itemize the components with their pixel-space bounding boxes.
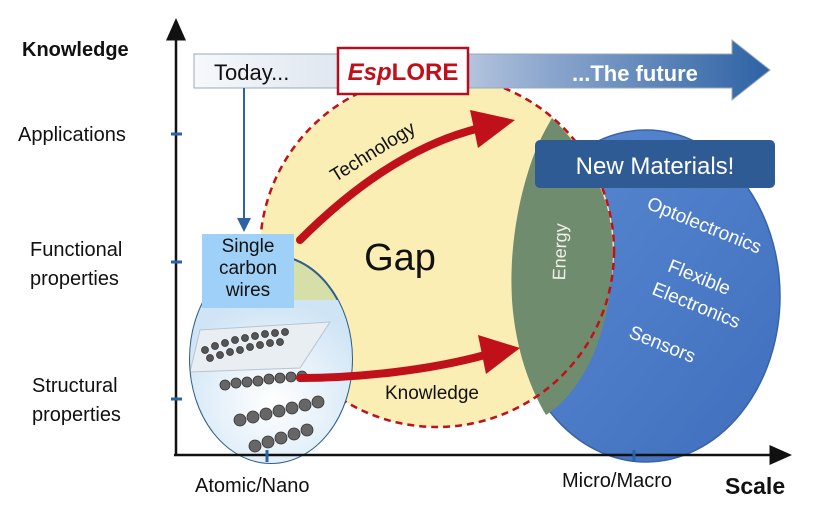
carbon-wires-line-2: carbon xyxy=(218,258,278,279)
project-box xyxy=(336,46,470,96)
y-level-applications: Applications xyxy=(18,124,126,146)
gap-label: Gap xyxy=(364,237,436,279)
new-materials-label: New Materials! xyxy=(576,153,735,180)
y-level-functional-2: properties xyxy=(30,268,119,290)
axis-ticks xyxy=(171,132,636,462)
y-axis-title: Knowledge xyxy=(22,39,129,61)
carbon-wires-line-3: wires xyxy=(225,280,271,301)
x-level-micro: Micro/Macro xyxy=(562,470,672,492)
timeline-end: ...The future xyxy=(572,61,698,86)
knowledge-arrow xyxy=(296,335,520,382)
new-materials-box xyxy=(535,140,775,188)
y-level-structural-2: properties xyxy=(32,404,121,426)
energy-overlap xyxy=(511,118,613,415)
today-down-arrow xyxy=(237,88,251,232)
x-level-atomic: Atomic/Nano xyxy=(195,475,310,497)
y-level-functional-1: Functional xyxy=(30,239,122,261)
carbon-image xyxy=(190,300,352,463)
carbon-wires-line-1: Single xyxy=(221,236,275,257)
project-name: EspLORE xyxy=(348,59,459,86)
y-level-structural-1: Structural xyxy=(32,375,118,397)
energy-label: Energy xyxy=(549,223,571,281)
technology-arrow xyxy=(296,110,515,244)
carbon-wires-label: Single carbon wires xyxy=(202,234,294,308)
timeline-start: Today... xyxy=(214,60,289,85)
knowledge-arrow-label: Knowledge xyxy=(385,383,479,404)
x-axis-title: Scale xyxy=(725,473,785,499)
